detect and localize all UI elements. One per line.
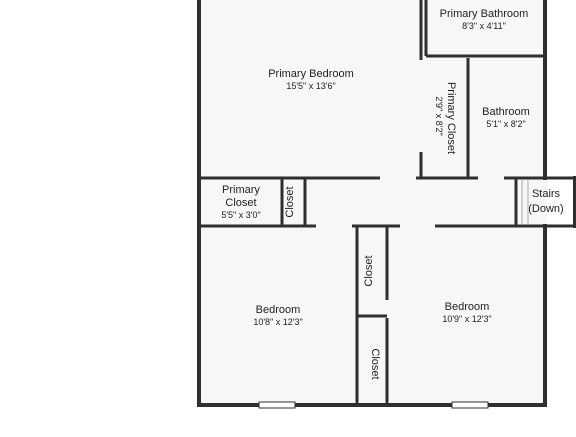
primary-closet-vertical-dims: 2'9" x 8'2" [434, 96, 444, 135]
windows [258, 401, 489, 409]
primary-closet-vertical-name: Primary Closet [445, 82, 457, 154]
closet-lower-name: Closet [369, 348, 381, 379]
window-bedroom-left [258, 401, 296, 409]
bedroom-right-dims: 10'9" x 12'3" [442, 314, 491, 324]
window-bedroom-right [451, 401, 489, 409]
primary-closet-small-dims: 5'5" x 3'0" [221, 210, 260, 220]
primary-bathroom-name: Primary Bathroom [440, 8, 529, 20]
closet-upper-name: Closet [363, 255, 375, 286]
primary-closet-small-line2: Closet [225, 197, 256, 209]
stairs-line2: (Down) [528, 203, 563, 215]
primary-bathroom-dims: 8'3" x 4'11" [462, 21, 506, 31]
bathroom-dims: 5'1" x 8'2" [486, 119, 525, 129]
hall-closet-name: Closet [284, 186, 296, 217]
stairs-line1: Stairs [532, 188, 561, 200]
interior-walls [199, 0, 575, 405]
stair-treads [521, 180, 529, 224]
primary-bedroom-name: Primary Bedroom [268, 68, 354, 80]
primary-closet-small-line1: Primary [222, 184, 260, 196]
primary-bedroom-dims: 15'5" x 13'6" [286, 81, 335, 91]
bedroom-right-name: Bedroom [445, 301, 490, 313]
floor-area [198, 0, 547, 406]
bedroom-left-name: Bedroom [256, 304, 301, 316]
bedroom-left-dims: 10'8" x 12'3" [253, 317, 302, 327]
bathroom-name: Bathroom [482, 106, 530, 118]
